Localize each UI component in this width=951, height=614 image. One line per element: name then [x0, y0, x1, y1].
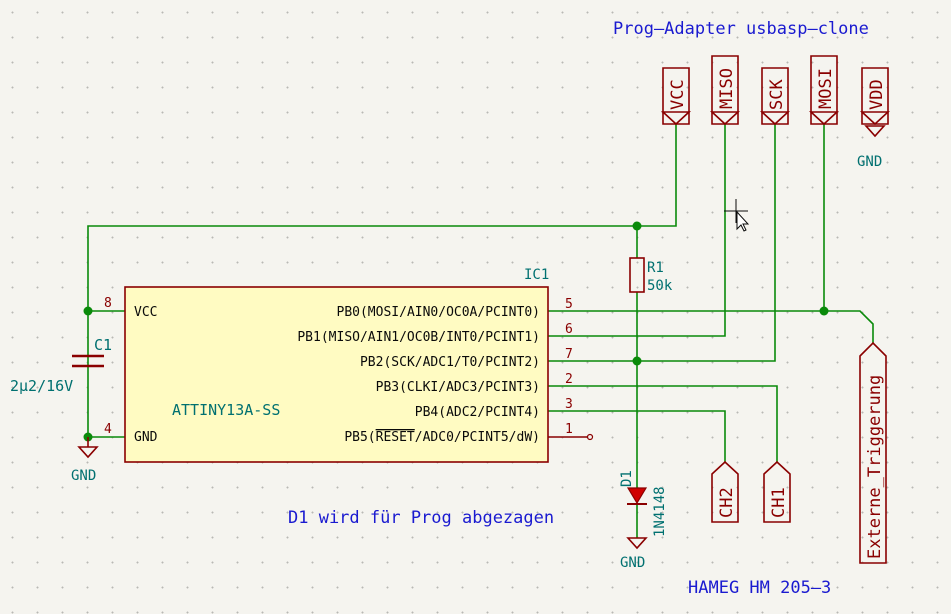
ic1-pin-num: 2	[565, 372, 573, 387]
ic1-pin-name: GND	[134, 430, 158, 445]
gnd-triangle	[626, 537, 648, 550]
junction-vcc-c1	[83, 306, 93, 316]
c1-value: 2µ2/16V	[10, 377, 73, 395]
port-miso[interactable]: MISO	[709, 55, 741, 126]
wire-pb3-ch1	[548, 385, 778, 462]
diode-d1[interactable]: D1 1N4148	[619, 470, 668, 537]
ic1-pin-num: 7	[565, 347, 573, 362]
port-shape	[711, 460, 739, 523]
ic1-pin-num: 4	[104, 422, 112, 437]
wire-pb0-trigger	[548, 310, 874, 343]
gnd-triangle	[864, 125, 886, 138]
junction-vcc-r1	[632, 221, 642, 231]
gnd-triangle	[77, 446, 99, 459]
port-sck[interactable]: SCK	[759, 67, 791, 126]
d1-value: 1N4148	[652, 486, 668, 537]
port-arrow	[759, 111, 791, 126]
ic1-pin-num: 6	[565, 322, 573, 337]
ic1-pin-num: 5	[565, 297, 573, 312]
port-ch2[interactable]: CH2	[711, 460, 739, 523]
prog-adapter-ports: VCC MISO SCK MOSI VDD GND	[660, 55, 891, 170]
title-note: Prog—Adapter usbasp—clone	[613, 19, 869, 39]
c1-ref: C1	[94, 336, 112, 354]
ic1-pin-name: PB0(MOSI/AIN0/OC0A/PCINT0)	[337, 305, 541, 320]
ic1-pin-num: 1	[565, 422, 573, 437]
pin-name-suffix: /ADC0/PCINT5/dW)	[415, 430, 540, 445]
port-arrow	[660, 111, 692, 126]
gnd-symbol-vdd: GND	[857, 125, 886, 170]
port-label: VCC	[668, 79, 688, 110]
port-vdd[interactable]: VDD	[859, 67, 891, 126]
scope-ports: CH2 CH1 Externe_Triggerung	[711, 341, 887, 564]
port-shape	[662, 67, 690, 125]
ic1-pin-name-reset: PB5(RESET/ADC0/PCINT5/dW)	[344, 430, 540, 445]
gnd-label: GND	[620, 555, 645, 571]
port-label: CH2	[717, 487, 737, 518]
ic1-symbol[interactable]: IC1 ATTINY13A-SS 8 VCC 4 GND 5 PB0(MOSI/…	[104, 267, 594, 463]
ic1-pin-name: PB3(CLKI/ADC3/PCINT3)	[376, 380, 540, 395]
port-shape	[810, 55, 838, 125]
wire-miso	[548, 124, 726, 337]
port-label: CH1	[769, 487, 789, 518]
gnd-symbol-c1: GND	[71, 437, 99, 484]
r1-ref: R1	[647, 260, 664, 276]
d1-note: D1 wird für Prog abgezagen	[288, 508, 554, 528]
port-externe-triggerung[interactable]: Externe_Triggerung	[859, 341, 887, 564]
d1-triangle	[626, 487, 648, 505]
port-mosi[interactable]: MOSI	[808, 55, 840, 126]
junction-sck-r1	[632, 356, 642, 366]
wire-sck	[548, 124, 776, 362]
port-arrow	[808, 111, 840, 126]
port-vcc[interactable]: VCC	[660, 67, 692, 126]
wires	[87, 124, 874, 538]
port-ch1[interactable]: CH1	[763, 460, 791, 523]
ic1-ref: IC1	[524, 267, 549, 283]
capacitor-c1[interactable]: C1 2µ2/16V	[10, 336, 112, 395]
wire-pb4-ch2	[548, 410, 726, 462]
port-label: SCK	[767, 79, 787, 110]
port-shape	[861, 67, 889, 125]
junctions	[83, 221, 829, 442]
r1-value: 50k	[647, 278, 673, 294]
d1-ref: D1	[619, 470, 635, 487]
port-arrow	[859, 111, 891, 126]
gnd-symbol-d1: GND	[620, 537, 648, 571]
ic1-pin-name: PB4(ADC2/PCINT4)	[415, 405, 540, 420]
port-shape	[859, 341, 887, 564]
port-label: VDD	[867, 79, 887, 110]
port-shape	[763, 460, 791, 523]
no-connect-pin1	[586, 433, 594, 441]
port-label: MOSI	[816, 68, 836, 109]
ic1-pin-name: PB2(SCK/ADC1/T0/PCINT2)	[360, 355, 540, 370]
port-label: MISO	[717, 68, 737, 109]
gnd-label: GND	[71, 468, 96, 484]
ic1-right-pins: 5 PB0(MOSI/AIN0/OC0A/PCINT0) 6 PB1(MISO/…	[297, 297, 572, 445]
ic1-pin-num: 8	[104, 296, 112, 311]
port-shape	[711, 55, 739, 125]
port-label: Externe_Triggerung	[865, 375, 885, 559]
port-shape	[761, 67, 789, 125]
ic1-body	[124, 286, 549, 463]
r1-body	[629, 257, 645, 293]
pin-name-prefix: PB5(	[344, 430, 375, 445]
junction-mosi-pb0	[819, 306, 829, 316]
ic1-pin-name: PB1(MISO/AIN1/OC0B/INT0/PCINT1)	[297, 330, 540, 345]
cursor-arrow-icon	[736, 210, 750, 232]
ic1-pin-name: VCC	[134, 305, 157, 320]
wire-vcc-bus	[87, 124, 677, 437]
scope-note: HAMEG HM 205—3	[688, 578, 831, 598]
ic1-pin-num: 3	[565, 397, 573, 412]
port-arrow	[709, 111, 741, 126]
pin-name-overbar: RESET	[376, 430, 415, 445]
gnd-label: GND	[857, 154, 882, 170]
resistor-r1[interactable]: R1 50k	[629, 257, 673, 294]
mouse-cursor	[724, 199, 750, 232]
ic1-value: ATTINY13A-SS	[172, 401, 280, 419]
